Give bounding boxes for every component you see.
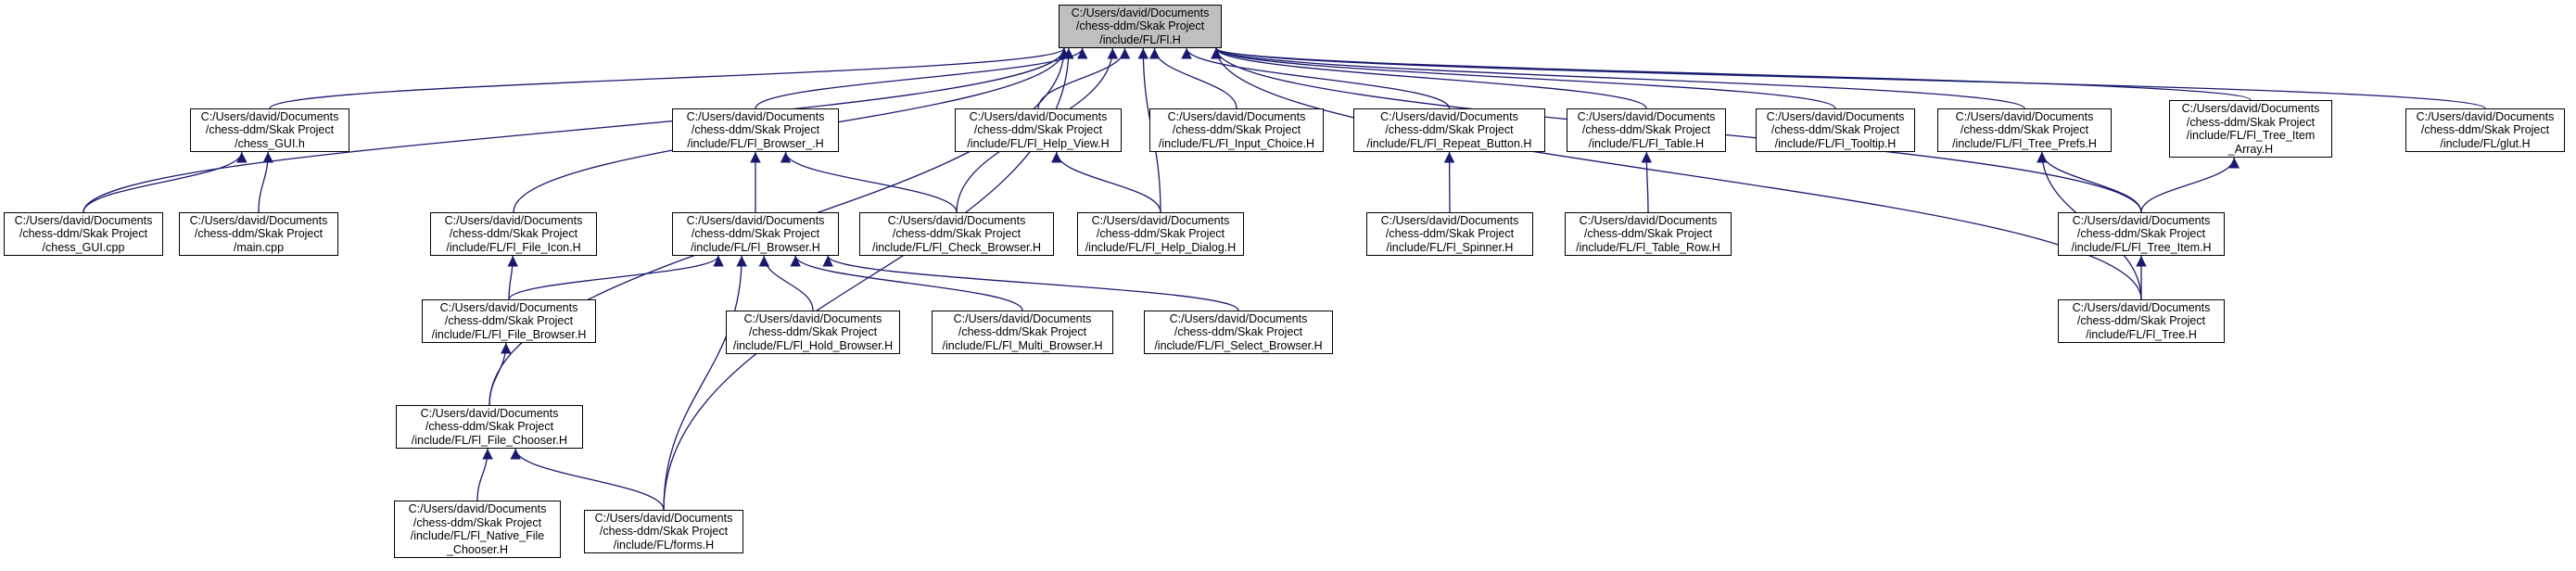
node-label: C:/Users/david/Documents /chess-ddm/Skak…: [444, 213, 583, 254]
node-label: C:/Users/david/Documents /chess-ddm/Skak…: [1085, 213, 1237, 254]
node-label: C:/Users/david/Documents /chess-ddm/Skak…: [189, 213, 328, 254]
node-label: C:/Users/david/Documents /chess-ddm/Skak…: [732, 311, 894, 352]
dependency-edge: [822, 255, 1239, 311]
node-fl-check-browser-h[interactable]: C:/Users/david/Documents /chess-ddm/Skak…: [859, 212, 1054, 256]
node-fl-input-choice-h[interactable]: C:/Users/david/Documents /chess-ddm/Skak…: [1149, 108, 1324, 152]
node-label: C:/Users/david/Documents /chess-ddm/Skak…: [2416, 109, 2555, 150]
node-forms-h[interactable]: C:/Users/david/Documents /chess-ddm/Skak…: [584, 510, 743, 553]
node-fl-tree-prefs-h[interactable]: C:/Users/david/Documents /chess-ddm/Skak…: [1937, 108, 2112, 152]
dependency-edge: [1211, 47, 2142, 300]
node-label: C:/Users/david/Documents /chess-ddm/Skak…: [1380, 213, 1519, 254]
node-fl-h: C:/Users/david/Documents /chess-ddm/Skak…: [1059, 5, 1222, 48]
dependency-edge: [508, 255, 724, 300]
node-fl-help-dialog-h[interactable]: C:/Users/david/Documents /chess-ddm/Skak…: [1077, 212, 1244, 256]
node-label: C:/Users/david/Documents /chess-ddm/Skak…: [686, 109, 825, 150]
node-label: C:/Users/david/Documents /chess-ddm/Skak…: [1766, 109, 1905, 150]
dependency-edge: [1641, 151, 1653, 213]
node-label: C:/Users/david/Documents /chess-ddm/Skak…: [1158, 109, 1315, 150]
node-fl-spinner-h[interactable]: C:/Users/david/Documents /chess-ddm/Skak…: [1366, 212, 1533, 256]
node-fl-glut-h[interactable]: C:/Users/david/Documents /chess-ddm/Skak…: [2405, 108, 2565, 152]
node-fl-tooltip-h[interactable]: C:/Users/david/Documents /chess-ddm/Skak…: [1756, 108, 1915, 152]
dependency-edge: [258, 151, 274, 213]
node-main-cpp[interactable]: C:/Users/david/Documents /chess-ddm/Skak…: [179, 212, 338, 256]
node-label: C:/Users/david/Documents /chess-ddm/Skak…: [942, 311, 1103, 352]
dependency-edge: [1211, 47, 2486, 109]
node-label: C:/Users/david/Documents /chess-ddm/Skak…: [1071, 6, 1210, 46]
dependency-edge: [790, 255, 1023, 311]
node-label: C:/Users/david/Documents /chess-ddm/Skak…: [2071, 213, 2212, 254]
node-fl-browser-h[interactable]: C:/Users/david/Documents /chess-ddm/Skak…: [672, 212, 839, 256]
dependency-edge: [82, 151, 247, 213]
dependency-edge: [507, 255, 519, 300]
node-fl-browser-underscore-h[interactable]: C:/Users/david/Documents /chess-ddm/Skak…: [672, 108, 839, 152]
node-fl-help-view-h[interactable]: C:/Users/david/Documents /chess-ddm/Skak…: [955, 108, 1122, 152]
node-fl-select-browser-h[interactable]: C:/Users/david/Documents /chess-ddm/Skak…: [1144, 311, 1333, 354]
node-label: C:/Users/david/Documents /chess-ddm/Skak…: [594, 511, 733, 552]
node-label: C:/Users/david/Documents /chess-ddm/Skak…: [200, 109, 339, 150]
dependency-edge: [1037, 47, 1131, 109]
node-label: C:/Users/david/Documents /chess-ddm/Skak…: [2072, 300, 2211, 341]
node-label: C:/Users/david/Documents /chess-ddm/Skak…: [14, 213, 153, 254]
dependency-edge: [758, 255, 814, 311]
node-label: C:/Users/david/Documents /chess-ddm/Skak…: [1577, 109, 1716, 150]
node-label: C:/Users/david/Documents /chess-ddm/Skak…: [1154, 311, 1323, 352]
dependency-edge: [780, 151, 958, 213]
dependency-edge: [755, 47, 1088, 109]
dependency-edge: [2037, 151, 2142, 213]
node-fl-file-browser-h[interactable]: C:/Users/david/Documents /chess-ddm/Skak…: [422, 299, 596, 343]
dependency-edge: [82, 47, 1070, 213]
dependency-edge: [476, 448, 493, 501]
node-label: C:/Users/david/Documents /chess-ddm/Skak…: [2181, 102, 2320, 156]
dependency-edge: [1148, 47, 1237, 109]
dependency-edge: [1211, 47, 2025, 109]
node-fl-repeat-button-h[interactable]: C:/Users/david/Documents /chess-ddm/Skak…: [1353, 108, 1545, 152]
node-label: C:/Users/david/Documents /chess-ddm/Skak…: [967, 109, 1110, 150]
node-label: C:/Users/david/Documents /chess-ddm/Skak…: [408, 502, 547, 556]
node-chess-gui-h[interactable]: C:/Users/david/Documents /chess-ddm/Skak…: [190, 108, 349, 152]
node-fl-file-icon-h[interactable]: C:/Users/david/Documents /chess-ddm/Skak…: [430, 212, 597, 256]
dependency-edge: [489, 342, 512, 406]
node-fl-tree-item-h[interactable]: C:/Users/david/Documents /chess-ddm/Skak…: [2058, 212, 2225, 256]
node-fl-tree-h[interactable]: C:/Users/david/Documents /chess-ddm/Skak…: [2058, 299, 2225, 343]
node-fl-tree-item-array-h[interactable]: C:/Users/david/Documents /chess-ddm/Skak…: [2169, 100, 2332, 158]
node-label: C:/Users/david/Documents /chess-ddm/Skak…: [871, 213, 1042, 254]
dependency-edge: [1050, 151, 1161, 213]
node-label: C:/Users/david/Documents /chess-ddm/Skak…: [1952, 109, 2097, 150]
node-fl-table-row-h[interactable]: C:/Users/david/Documents /chess-ddm/Skak…: [1565, 212, 1732, 256]
node-label: C:/Users/david/Documents /chess-ddm/Skak…: [1366, 109, 1532, 150]
dependency-edge: [1181, 47, 1451, 109]
dependency-edge: [1211, 47, 1647, 109]
node-label: C:/Users/david/Documents /chess-ddm/Skak…: [686, 213, 825, 254]
node-fl-table-h[interactable]: C:/Users/david/Documents /chess-ddm/Skak…: [1567, 108, 1726, 152]
dependency-edge: [663, 255, 747, 511]
node-label: C:/Users/david/Documents /chess-ddm/Skak…: [411, 406, 568, 447]
node-label: C:/Users/david/Documents /chess-ddm/Skak…: [1576, 213, 1720, 254]
node-fl-multi-browser-h[interactable]: C:/Users/david/Documents /chess-ddm/Skak…: [932, 311, 1113, 354]
dependency-edge: [1211, 47, 1836, 109]
node-label: C:/Users/david/Documents /chess-ddm/Skak…: [431, 300, 587, 341]
dependency-edge: [510, 448, 665, 511]
node-fl-native-file-chooser-h[interactable]: C:/Users/david/Documents /chess-ddm/Skak…: [394, 501, 561, 558]
node-fl-hold-browser-h[interactable]: C:/Users/david/Documents /chess-ddm/Skak…: [726, 311, 900, 354]
node-chess-gui-cpp[interactable]: C:/Users/david/Documents /chess-ddm/Skak…: [4, 212, 163, 256]
dependency-edge: [2140, 157, 2240, 213]
dependency-edge: [269, 47, 1070, 109]
node-fl-file-chooser-h[interactable]: C:/Users/david/Documents /chess-ddm/Skak…: [396, 405, 583, 449]
